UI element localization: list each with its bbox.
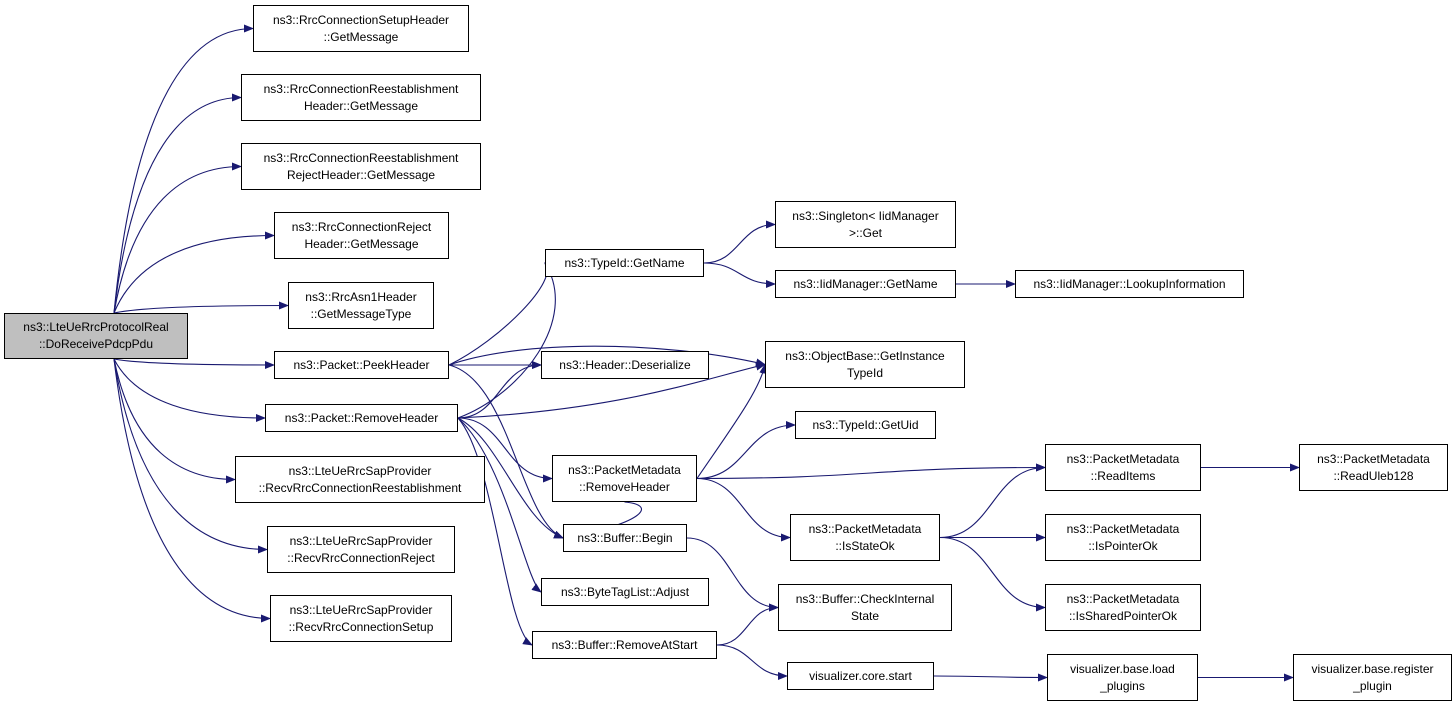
function-node[interactable]: visualizer.core.start xyxy=(787,662,934,690)
function-node[interactable]: ns3::TypeId::GetUid xyxy=(795,411,936,439)
call-edge xyxy=(696,477,791,542)
function-node[interactable]: visualizer.base.load _plugins xyxy=(1047,654,1198,701)
function-node[interactable]: ns3::PacketMetadata ::ReadUleb128 xyxy=(1299,444,1448,491)
call-edge xyxy=(457,417,542,593)
call-edge xyxy=(113,231,275,314)
call-edge xyxy=(696,363,768,479)
call-edge xyxy=(113,301,289,314)
call-edge xyxy=(696,421,796,480)
function-node[interactable]: ns3::Packet::PeekHeader xyxy=(274,351,449,379)
function-node[interactable]: ns3::PacketMetadata ::IsStateOk xyxy=(790,514,940,561)
call-edge xyxy=(703,262,776,288)
call-edge xyxy=(939,463,1046,539)
call-edge xyxy=(457,417,564,539)
call-edge xyxy=(448,262,554,366)
function-node[interactable]: ns3::RrcConnectionSetupHeader ::GetMessa… xyxy=(253,5,469,52)
function-node[interactable]: ns3::Singleton< IidManager >::Get xyxy=(775,201,956,248)
call-edge xyxy=(457,417,553,483)
root-function-node: ns3::LteUeRrcProtocolReal ::DoReceivePdc… xyxy=(4,313,188,359)
call-edge xyxy=(939,536,1046,612)
function-node[interactable]: ns3::ObjectBase::GetInstance TypeId xyxy=(765,341,965,388)
function-node[interactable]: visualizer.base.register _plugin xyxy=(1293,654,1452,701)
call-edge xyxy=(113,358,275,369)
call-edge xyxy=(457,262,556,419)
call-edge xyxy=(113,358,236,484)
function-node[interactable]: ns3::ByteTagList::Adjust xyxy=(541,578,709,606)
function-node[interactable]: ns3::PacketMetadata ::ReadItems xyxy=(1045,444,1201,491)
call-edge xyxy=(696,463,1046,480)
call-edge xyxy=(113,358,271,623)
call-edge xyxy=(113,93,242,314)
function-node[interactable]: ns3::IidManager::GetName xyxy=(775,270,956,298)
call-edge xyxy=(703,220,776,264)
call-edge xyxy=(457,417,533,646)
function-node[interactable]: ns3::LteUeRrcSapProvider ::RecvRrcConnec… xyxy=(235,456,485,503)
function-node[interactable]: ns3::PacketMetadata ::RemoveHeader xyxy=(552,455,697,502)
call-edge xyxy=(716,603,779,646)
call-edge xyxy=(457,361,542,419)
function-node[interactable]: ns3::PacketMetadata ::IsSharedPointerOk xyxy=(1045,584,1201,631)
function-node[interactable]: ns3::PacketMetadata ::IsPointerOk xyxy=(1045,514,1201,561)
call-edge xyxy=(113,358,266,422)
call-edge xyxy=(113,162,242,314)
call-edge xyxy=(448,364,564,539)
function-node[interactable]: ns3::RrcConnectionReestablishment Header… xyxy=(241,74,481,121)
function-node[interactable]: ns3::LteUeRrcSapProvider ::RecvRrcConnec… xyxy=(270,595,452,642)
function-node[interactable]: ns3::Header::Deserialize xyxy=(541,351,709,379)
function-node[interactable]: ns3::RrcAsn1Header ::GetMessageType xyxy=(288,282,434,329)
function-node[interactable]: ns3::TypeId::GetName xyxy=(545,249,704,277)
call-edge xyxy=(113,358,268,554)
function-node[interactable]: ns3::RrcConnectionReject Header::GetMess… xyxy=(274,212,449,259)
call-edge xyxy=(113,24,254,314)
call-edge xyxy=(448,345,766,367)
function-node[interactable]: ns3::Buffer::CheckInternal State xyxy=(778,584,952,631)
call-edge xyxy=(457,362,766,419)
call-edge xyxy=(933,673,1048,682)
call-edge xyxy=(716,644,788,680)
function-node[interactable]: ns3::LteUeRrcSapProvider ::RecvRrcConnec… xyxy=(267,526,455,573)
function-node[interactable]: ns3::Packet::RemoveHeader xyxy=(265,404,458,432)
function-node[interactable]: ns3::Buffer::Begin xyxy=(563,524,687,552)
function-node[interactable]: ns3::Buffer::RemoveAtStart xyxy=(532,631,717,659)
function-node[interactable]: ns3::RrcConnectionReestablishment Reject… xyxy=(241,143,481,190)
call-edge xyxy=(686,537,779,612)
function-node[interactable]: ns3::IidManager::LookupInformation xyxy=(1015,270,1244,298)
